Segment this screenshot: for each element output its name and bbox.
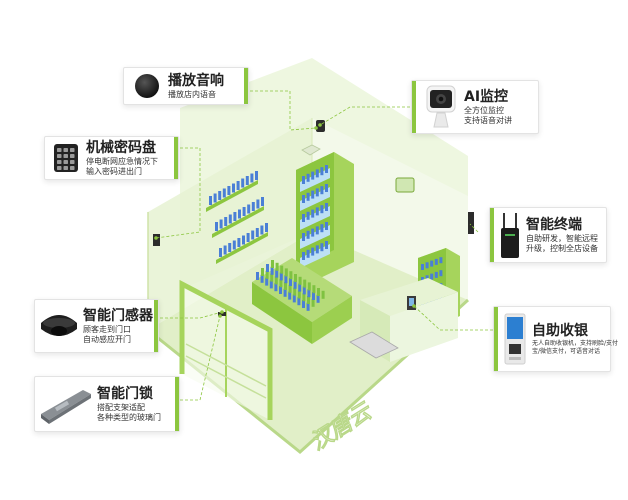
terminal-line-2: 升级，控制全店设备	[526, 243, 598, 253]
callout-speaker: 播放音响 播放店内语音	[123, 67, 249, 105]
front-door	[179, 279, 273, 420]
keypad-icon	[51, 141, 81, 175]
back-shelf-unit	[296, 152, 354, 280]
pos-terminal-icon	[502, 311, 528, 367]
door-lock-line-1: 搭配支架适配	[97, 402, 145, 412]
door-lock-title: 智能门锁	[97, 385, 153, 402]
wall-display-device	[395, 177, 415, 193]
callout-door-sensor: 智能门感器 顾客走到门口 自动感应开门	[34, 299, 159, 353]
store-floor	[148, 232, 468, 452]
wall-keypad-device	[153, 234, 160, 246]
camera-line-1: 全方位监控	[464, 105, 504, 115]
door-sensor-icon	[39, 306, 79, 346]
center-shelf-unit	[252, 258, 352, 344]
door-lock-device	[218, 312, 226, 316]
floor-mat	[349, 331, 399, 359]
camera-line-2: 支持语音对讲	[464, 115, 512, 125]
callout-checkout: 自助收银 无人自助收银机，支持刷脸/支付 宝/微信支付，可语音对话	[493, 306, 618, 372]
callout-keypad: 机械密码盘 停电断网应急情况下 输入密码进出门	[44, 136, 179, 180]
checkout-line-1: 无人自助收银机，支持刷脸/支付	[532, 339, 619, 347]
door-lock-line-2: 各种类型的玻璃门	[97, 412, 161, 422]
wall-router-device	[468, 212, 474, 234]
camera-icon	[424, 84, 458, 130]
speaker-icon	[132, 71, 162, 101]
door-sensor-line-2: 自动感应开门	[83, 334, 131, 344]
door-sensor-title: 智能门感器	[83, 307, 153, 324]
door-lock-icon	[39, 384, 93, 424]
callout-terminal: 智能终端 自助研发，智能远程 升级，控制全店设备	[489, 207, 607, 263]
checkout-line-2: 宝/微信支付，可语音对话	[532, 347, 601, 355]
terminal-line-1: 自助研发，智能远程	[526, 233, 598, 243]
speaker-title: 播放音响	[168, 72, 224, 89]
terminal-title: 智能终端	[526, 216, 582, 233]
connector-lines	[155, 90, 493, 401]
callout-door-lock: 智能门锁 搭配支架适配 各种类型的玻璃门	[34, 376, 180, 432]
callout-camera: AI监控 全方位监控 支持语音对讲	[411, 80, 539, 134]
checkout-title: 自助收银	[532, 322, 588, 339]
keypad-title: 机械密码盘	[86, 139, 156, 156]
router-icon	[498, 210, 522, 260]
ceiling-camera-device	[301, 144, 321, 156]
door-sensor-line-1: 顾客走到门口	[83, 324, 131, 334]
camera-title: AI监控	[464, 88, 509, 105]
speaker-line-1: 播放店内语音	[168, 89, 216, 99]
keypad-line-1: 停电断网应急情况下	[86, 156, 158, 166]
left-wall	[148, 118, 312, 330]
wall-shelves	[206, 171, 268, 264]
keypad-line-2: 输入密码进出门	[86, 166, 142, 176]
